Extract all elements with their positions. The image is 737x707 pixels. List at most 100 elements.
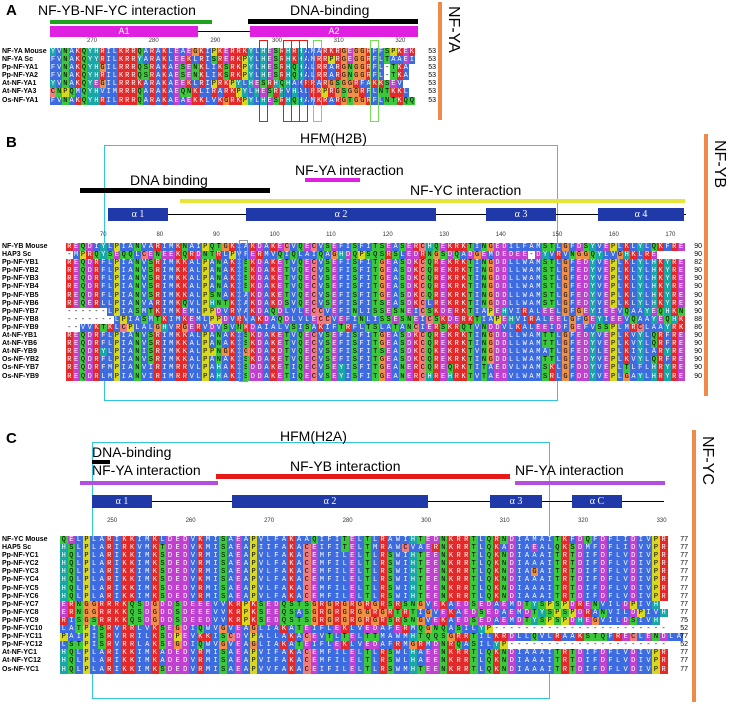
row-count: 90 — [694, 372, 702, 380]
ruler-tick: 90 — [213, 232, 220, 238]
row-name: Pp-NF-YB6 — [2, 299, 39, 307]
row-count: 53 — [428, 96, 436, 104]
row-name: At-NF-YC12 — [2, 657, 41, 665]
row-count: 77 — [680, 657, 688, 665]
row-name: At-NF-YA1 — [2, 80, 37, 88]
panel-b-nfya-label: NF-YA interaction — [295, 162, 404, 178]
panel-c-helix-c: α C — [572, 495, 622, 508]
ruler-tick: 150 — [552, 232, 563, 238]
ruler-tick: 140 — [495, 232, 506, 238]
panel-a-box-a1: A1 — [50, 26, 198, 37]
panel-b-helix-3: α 3 — [486, 208, 556, 221]
row-name: Pp-NF-YB1 — [2, 259, 39, 267]
panel-a-dna-label: DNA-binding — [290, 2, 370, 18]
panel-b-nfyc-label: NF-YC interaction — [410, 182, 522, 198]
panel-c-helix-1: α 1 — [92, 495, 152, 508]
row-name: NF-YA Sc — [2, 56, 33, 64]
panel-b-side-bar — [704, 134, 708, 396]
ruler-tick: 250 — [107, 518, 118, 524]
row-count: 77 — [680, 633, 688, 641]
panel-b-side-label: NF-YB — [711, 140, 728, 188]
row-name: NF-YC Mouse — [2, 536, 48, 543]
panel-c-nfya-right-label: NF-YA interaction — [515, 462, 624, 478]
row-count: 90 — [694, 307, 702, 315]
row-name: Os-NF-YB2 — [2, 356, 39, 364]
panel-c-nfyb-bar — [216, 474, 510, 479]
panel-c-side-label: NF-YC — [699, 436, 716, 485]
row-name: Pp-NF-YC4 — [2, 576, 39, 584]
panel-b-helix-2: α 2 — [246, 208, 436, 221]
row-count: 77 — [680, 600, 688, 608]
panel-a-interaction-bar — [50, 20, 212, 24]
row-name: Pp-NF-YB3 — [2, 275, 39, 283]
row-count: 75 — [680, 616, 688, 624]
panel-a-interaction-label: NF-YB-NF-YC interaction — [38, 2, 196, 18]
panel-c-hfm-label: HFM(H2A) — [280, 428, 347, 444]
panel-b-dna-bar — [80, 188, 270, 193]
panel-b-helix-4: α 4 — [598, 208, 684, 221]
row-count: 86 — [694, 323, 702, 331]
row-name: Pp-NF-YC5 — [2, 584, 39, 592]
panel-c-nfya-right-bar — [515, 481, 665, 485]
panel-b-nfya-bar — [305, 178, 360, 182]
row-count: 90 — [694, 332, 702, 340]
ruler-tick: 300 — [272, 38, 283, 44]
row-count: 77 — [680, 560, 688, 568]
row-name: Pp-NF-YC6 — [2, 592, 39, 600]
row-count: 53 — [428, 72, 436, 80]
row-name: Os-NF-YB9 — [2, 372, 39, 380]
row-name: HAP5 Sc — [2, 544, 32, 552]
row-name: Pp-NF-YA1 — [2, 64, 38, 72]
panel-a-green-box-2 — [370, 40, 379, 122]
panel-c-nfyb-label: NF-YB interaction — [290, 458, 401, 474]
row-count: 77 — [680, 649, 688, 657]
ruler-tick: 270 — [264, 518, 275, 524]
row-name: Pp-NF-YC8 — [2, 608, 39, 616]
row-name: Pp-NF-YC2 — [2, 560, 39, 568]
row-count: 77 — [680, 584, 688, 592]
row-name: Pp-NF-YB5 — [2, 291, 39, 299]
panel-a-line — [50, 31, 418, 32]
panel-c-helix-3: α 3 — [490, 495, 542, 508]
panel-b-label: B — [6, 134, 17, 151]
row-count: 53 — [428, 80, 436, 88]
ruler-tick: 330 — [656, 518, 667, 524]
panel-c-label: C — [6, 430, 17, 447]
ruler-tick: 120 — [382, 232, 393, 238]
panel-b-nfyc-bar — [180, 199, 685, 203]
panel-a-green-box-1 — [313, 40, 322, 122]
ruler-tick: 260 — [185, 518, 196, 524]
ruler-tick: 320 — [395, 38, 406, 44]
panel-b-hfm-label: HFM(H2B) — [300, 130, 367, 146]
row-count: 90 — [694, 340, 702, 348]
row-name: NF-YA Mouse — [2, 48, 47, 55]
panel-c-dna-bar — [92, 460, 110, 464]
ruler-tick: 270 — [87, 38, 98, 44]
panel-a-red-box-4 — [299, 40, 308, 122]
row-count: 90 — [694, 348, 702, 356]
